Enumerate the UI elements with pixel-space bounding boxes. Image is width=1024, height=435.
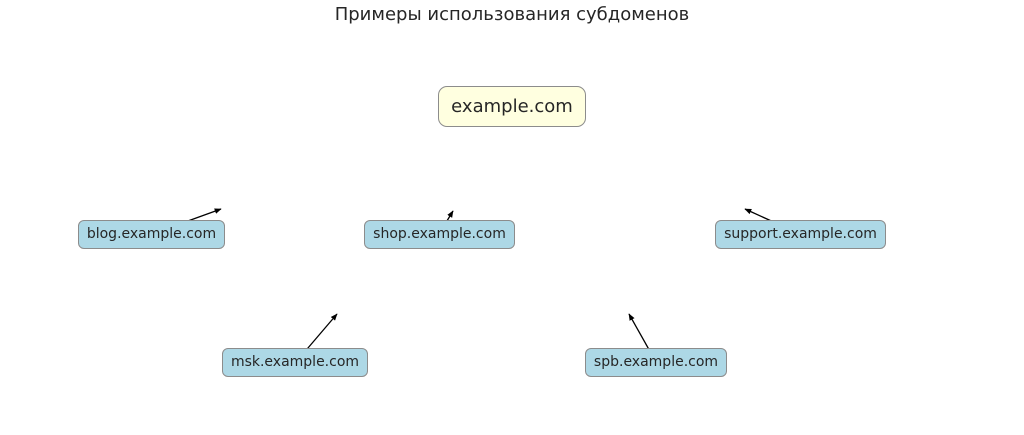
diagram-title: Примеры использования субдоменов [334, 4, 690, 25]
subdomain-node-msk: msk.example.com [222, 348, 368, 377]
root-domain-node: example.com [438, 86, 586, 127]
subdomain-node-support: support.example.com [715, 220, 886, 249]
subdomain-node-blog: blog.example.com [78, 220, 225, 249]
subdomain-node-shop: shop.example.com [364, 220, 515, 249]
subdomain-node-spb: spb.example.com [585, 348, 727, 377]
